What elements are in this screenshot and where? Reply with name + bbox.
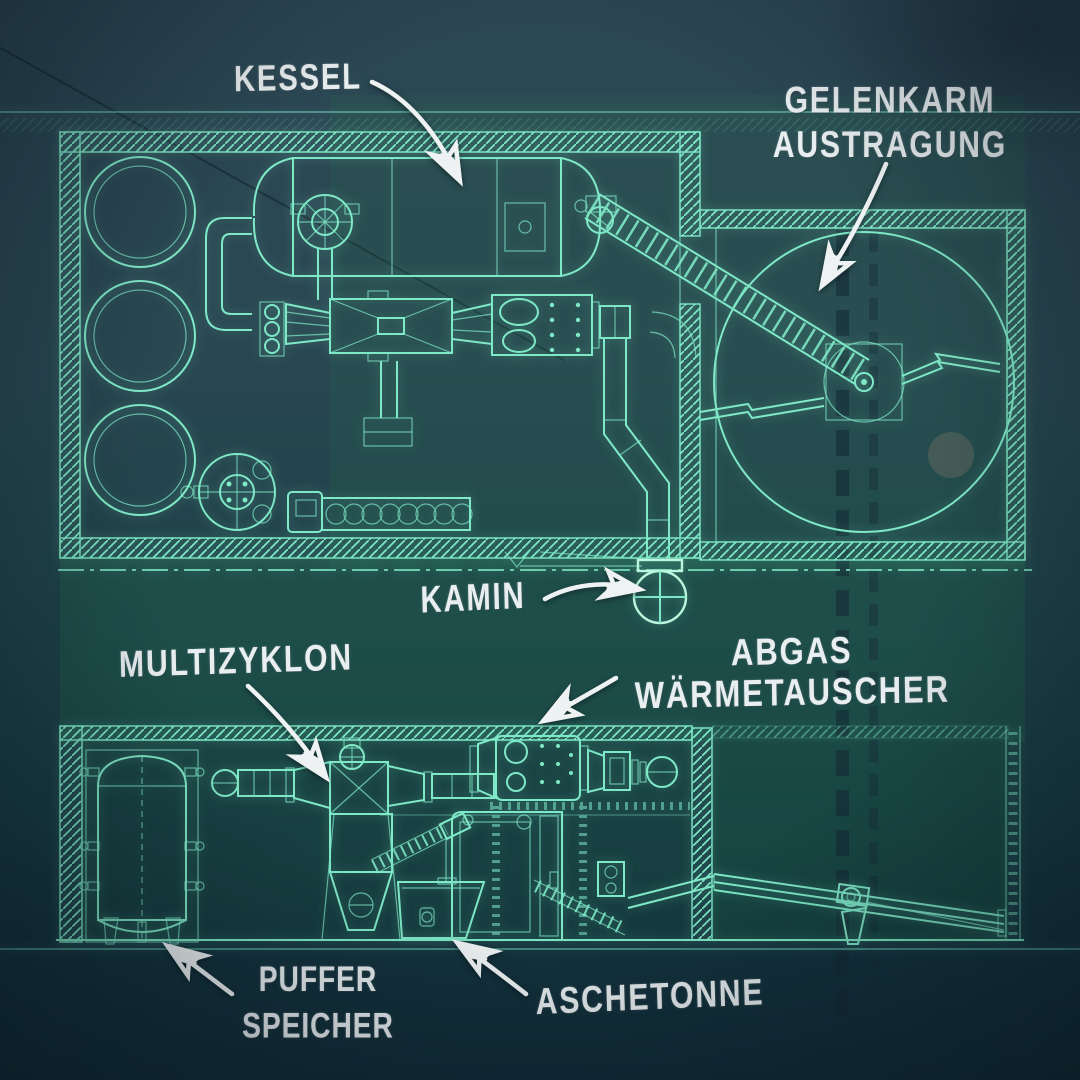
kessel-arrow [369,79,471,187]
label-kamin: KAMIN [420,574,526,623]
label-text: KESSEL [233,55,363,100]
label-gelenkarm-austragung: GELENKARM AUSTRAGUNG [773,78,1007,166]
multizyklon-arrow [245,683,336,786]
label-puffer-speicher: PUFFER SPEICHER [242,958,394,1051]
label-text: SPEICHER [242,1007,394,1046]
label-text: GELENKARM [784,79,996,121]
gelenkarm-arrow [810,161,889,292]
label-text: MULTIZYKLON [118,635,354,686]
label-kessel: KESSEL [234,55,362,100]
kamin-arrow [542,571,642,603]
label-text: KAMIN [419,573,526,622]
label-text: AUSTRAGUNG [772,123,1008,165]
abgas-arrow [536,675,619,731]
puffer-arrow [160,934,235,997]
label-multizyklon: MULTIZYKLON [119,636,354,686]
label-abgas-waermetauscher: ABGAS WÄRMETAUSCHER [634,628,950,717]
aschetonne-arrow [451,931,529,997]
label-text: WÄRMETAUSCHER [634,667,951,717]
label-text: PUFFER [258,961,378,1000]
